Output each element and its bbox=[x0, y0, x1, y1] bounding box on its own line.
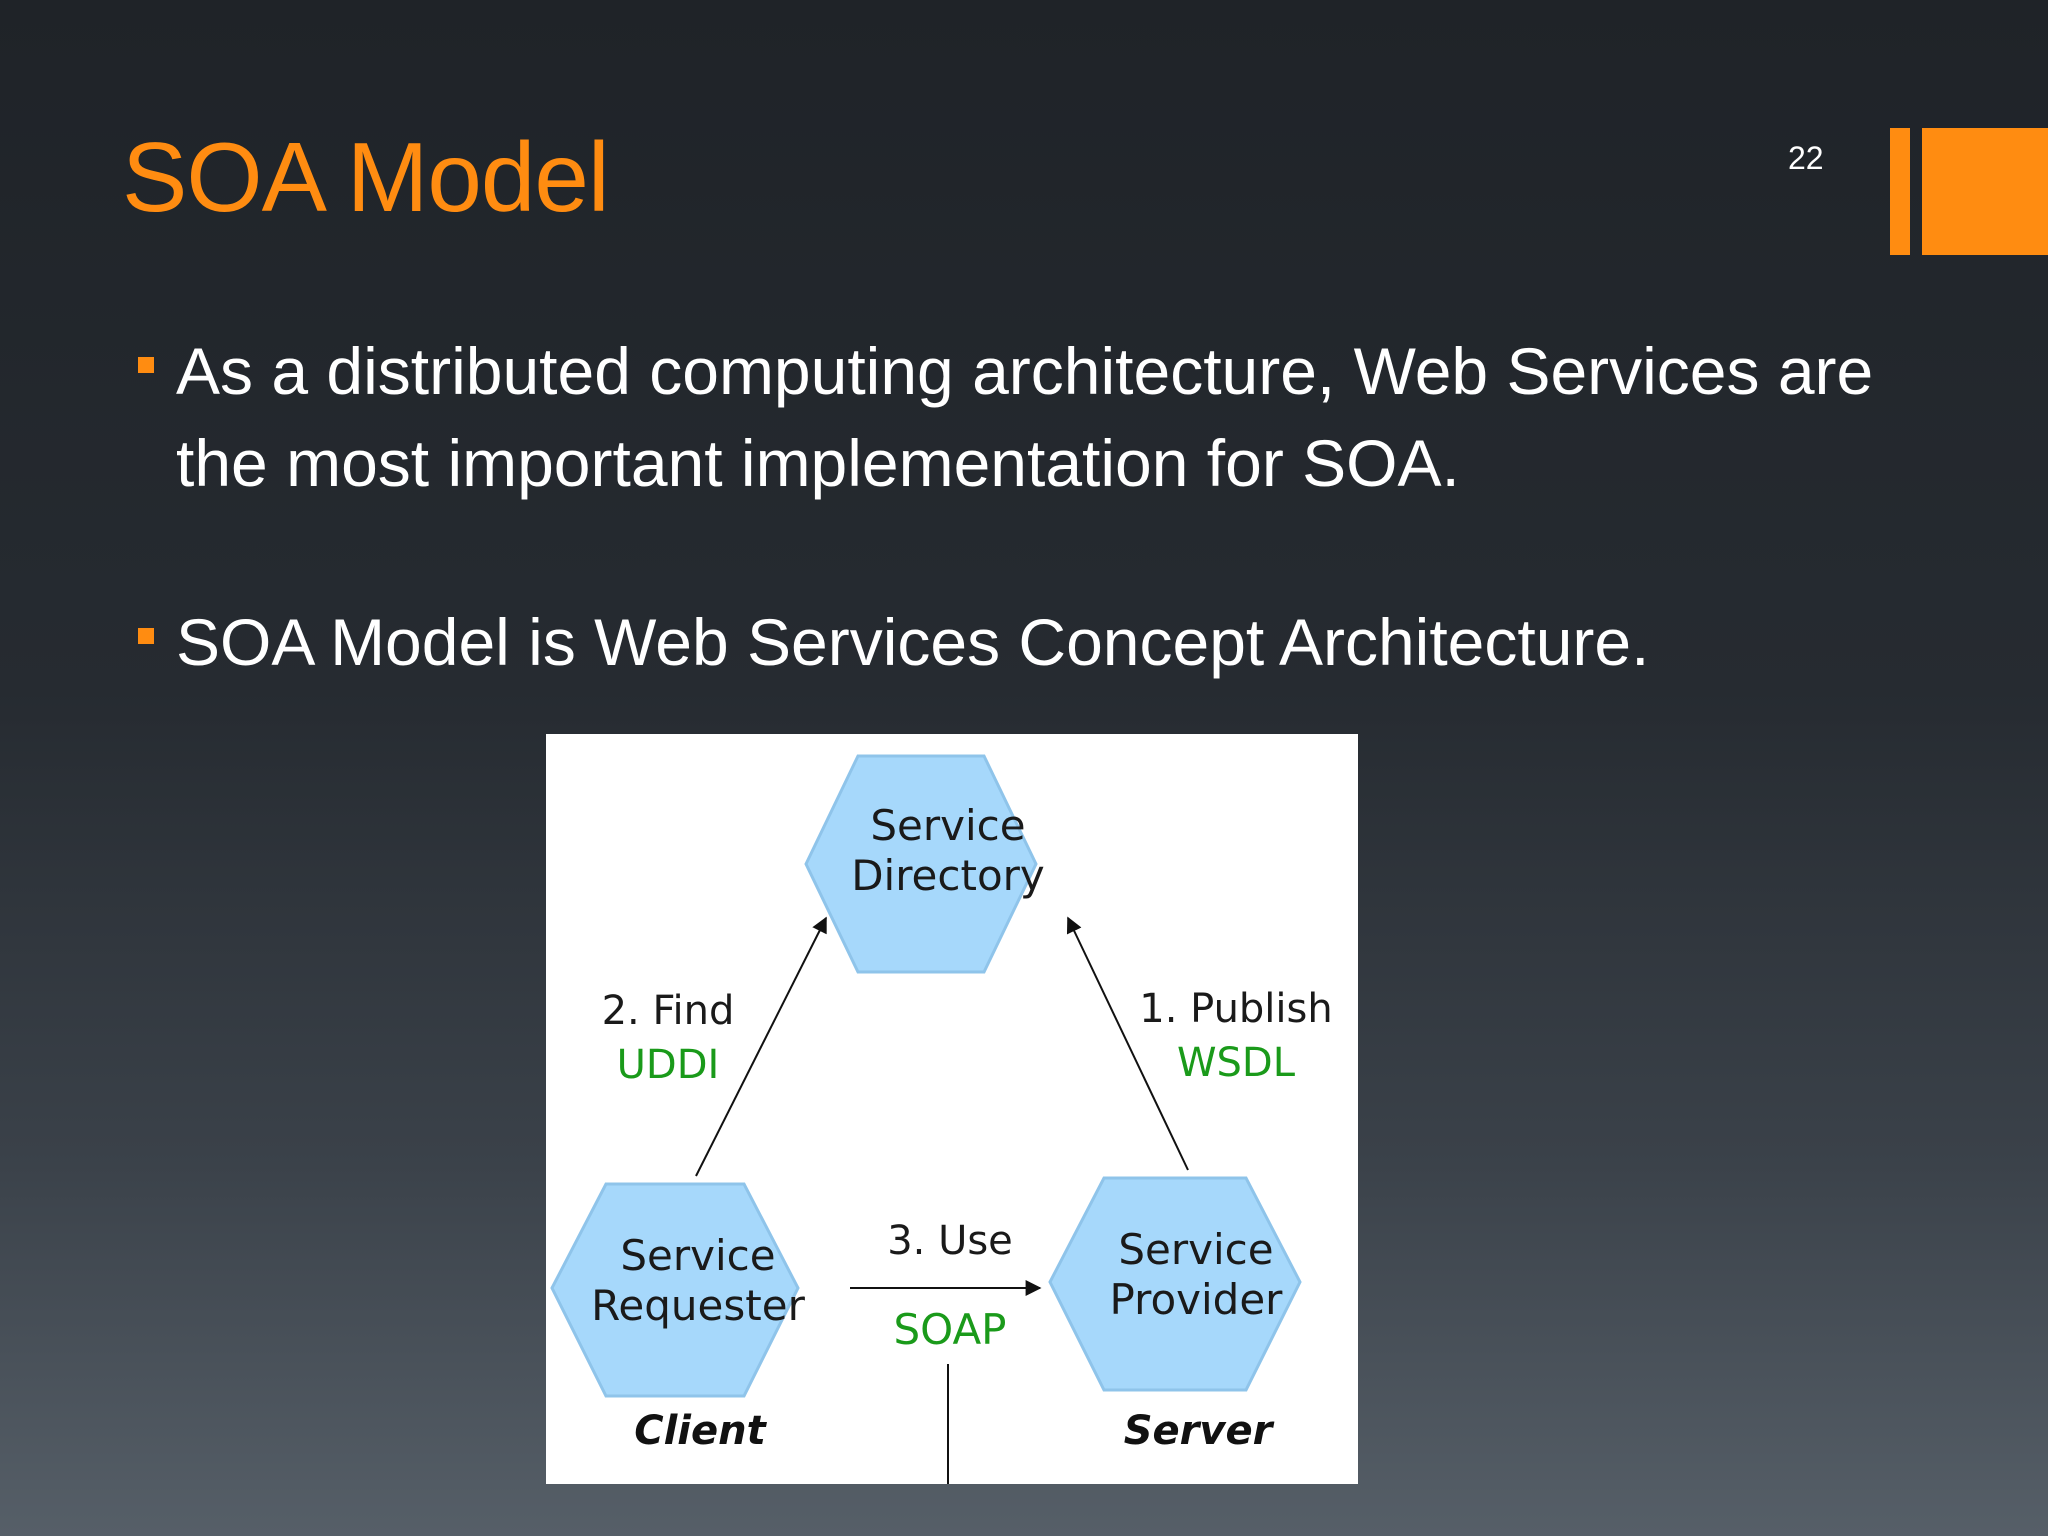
service-directory-label-line1: Service bbox=[870, 801, 1025, 850]
service-requester-label-line1: Service bbox=[620, 1231, 775, 1280]
client-caption: Client bbox=[634, 1408, 767, 1454]
service-provider-label-line1: Service bbox=[1118, 1225, 1273, 1274]
slide-title: SOA Model bbox=[122, 122, 610, 232]
bullet-text: As a distributed computing architecture,… bbox=[176, 334, 1874, 500]
soa-diagram-canvas: Service Directory Service Requester Serv… bbox=[550, 754, 1333, 1484]
service-directory-label-line2: Directory bbox=[851, 851, 1045, 900]
bullet-item: SOA Model is Web Services Concept Archit… bbox=[138, 596, 1878, 688]
publish-arrow bbox=[1066, 916, 1189, 1171]
publish-protocol-label: WSDL bbox=[1177, 1040, 1296, 1086]
publish-step-label: 1. Publish bbox=[1139, 986, 1332, 1032]
service-requester-hexagon bbox=[550, 1182, 800, 1398]
find-arrow bbox=[695, 916, 827, 1177]
soa-diagram: Service Directory Service Requester Serv… bbox=[546, 734, 1358, 1484]
slide-number: 22 bbox=[1788, 140, 1824, 176]
bullet-text: SOA Model is Web Services Concept Archit… bbox=[176, 605, 1650, 679]
find-protocol-label: UDDI bbox=[617, 1042, 720, 1088]
accent-bar-thin bbox=[1890, 128, 1910, 255]
service-requester-label-line2: Requester bbox=[591, 1281, 805, 1330]
bullet-marker bbox=[138, 357, 154, 373]
accent-bar-block bbox=[1922, 128, 2048, 255]
service-provider-hexagon bbox=[1048, 1176, 1302, 1392]
service-provider-label-line2: Provider bbox=[1110, 1275, 1284, 1324]
service-directory-hexagon bbox=[804, 754, 1038, 974]
server-caption: Server bbox=[1124, 1408, 1275, 1454]
find-step-label: 2. Find bbox=[602, 988, 735, 1034]
bullet-item: As a distributed computing architecture,… bbox=[138, 325, 1878, 509]
bullet-marker bbox=[138, 628, 154, 644]
use-protocol-label: SOAP bbox=[893, 1305, 1006, 1354]
use-step-label: 3. Use bbox=[887, 1218, 1013, 1264]
